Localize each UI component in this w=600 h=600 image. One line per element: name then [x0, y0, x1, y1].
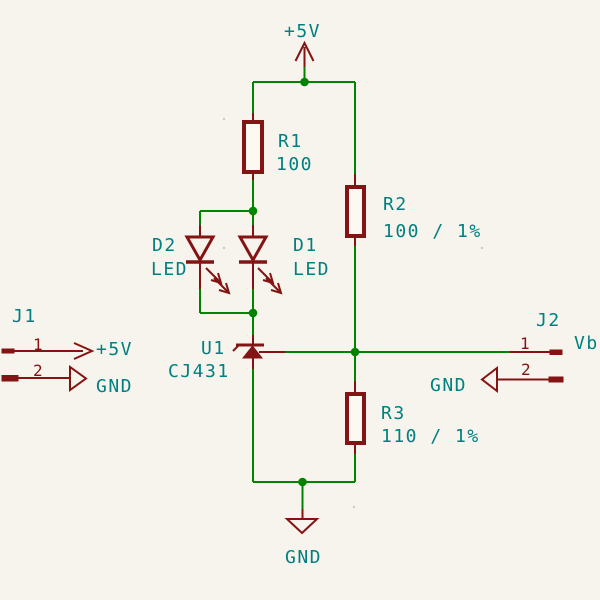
vcc-arrow-icon: [294, 40, 315, 62]
d2-value-label[interactable]: LED: [151, 259, 188, 280]
gnd-label[interactable]: GND: [285, 547, 322, 568]
power-symbol-vcc[interactable]: +5V: [284, 21, 321, 67]
j1-pin2-net-label[interactable]: GND: [96, 376, 133, 397]
resistor-r3[interactable]: R3 110 / 1%: [345, 381, 480, 454]
j2-pin1-number: 1: [520, 334, 531, 353]
r1-body[interactable]: [242, 120, 264, 174]
r3-value-label[interactable]: 110 / 1%: [381, 426, 480, 447]
connector-j2[interactable]: J2 1 Vb 2 GND: [430, 310, 599, 396]
j1-pin2-end: [1, 375, 19, 382]
r1-ref-label[interactable]: R1: [278, 131, 303, 152]
r2-ref-label[interactable]: R2: [383, 194, 408, 215]
j2-pin1-net-label[interactable]: Vb: [574, 333, 599, 354]
r2-body[interactable]: [345, 185, 366, 238]
resistor-r2[interactable]: R2 100 / 1%: [345, 174, 482, 246]
wires: [199, 66, 510, 509]
led-d2[interactable]: D2 LED: [151, 225, 231, 295]
junction-dot[interactable]: [300, 77, 309, 87]
junction-dot[interactable]: [248, 206, 258, 216]
j2-pin2-number: 2: [521, 360, 532, 379]
junction-dot[interactable]: [298, 477, 307, 487]
d2-emission-arrows-icon: [205, 267, 231, 295]
r3-body[interactable]: [345, 392, 366, 445]
d1-emission-arrows-icon: [257, 267, 283, 295]
j1-ref-label[interactable]: J1: [12, 306, 37, 327]
j2-pin2-end: [548, 376, 564, 383]
j2-ref-label[interactable]: J2: [536, 310, 561, 331]
d1-value-label[interactable]: LED: [293, 259, 330, 280]
j1-pin1-number: 1: [33, 335, 44, 354]
u1-value-label[interactable]: CJ431: [168, 361, 230, 382]
power-symbol-gnd[interactable]: GND: [284, 509, 322, 568]
grid-dots: [222, 117, 484, 509]
j1-pin1-net-label[interactable]: +5V: [96, 339, 133, 360]
j1-pin1-arrow-icon: [73, 342, 95, 360]
u1-ref-label[interactable]: U1: [201, 338, 226, 359]
d2-ref-label[interactable]: D2: [152, 235, 177, 256]
j2-pin2-arrow-icon: [480, 365, 498, 394]
d1-triangle[interactable]: [237, 235, 269, 264]
led-d1[interactable]: D1 LED: [237, 225, 330, 295]
u1-bar-tick: [232, 344, 240, 352]
connector-j1[interactable]: J1 1 +5V 2 GND: [1, 306, 133, 397]
shunt-reference-u1[interactable]: U1 CJ431: [168, 335, 285, 382]
d1-ref-label[interactable]: D1: [293, 235, 318, 256]
j1-pin2-number: 2: [33, 361, 44, 380]
junction-dot[interactable]: [350, 347, 360, 357]
j2-pin2-net-label[interactable]: GND: [430, 375, 467, 396]
r3-ref-label[interactable]: R3: [381, 403, 406, 424]
j1-pin2-arrow-icon: [69, 365, 88, 392]
gnd-triangle-icon: [284, 518, 320, 535]
d2-triangle[interactable]: [184, 235, 216, 264]
resistor-r1[interactable]: R1 100: [242, 113, 313, 180]
r2-value-label[interactable]: 100 / 1%: [383, 221, 482, 242]
junction-dot[interactable]: [248, 308, 258, 318]
vcc-label[interactable]: +5V: [284, 21, 321, 42]
j2-pin1-end: [549, 349, 563, 355]
r1-value-label[interactable]: 100: [276, 154, 313, 175]
j1-pin1-end: [1, 348, 15, 354]
junction-dots: [248, 77, 360, 487]
